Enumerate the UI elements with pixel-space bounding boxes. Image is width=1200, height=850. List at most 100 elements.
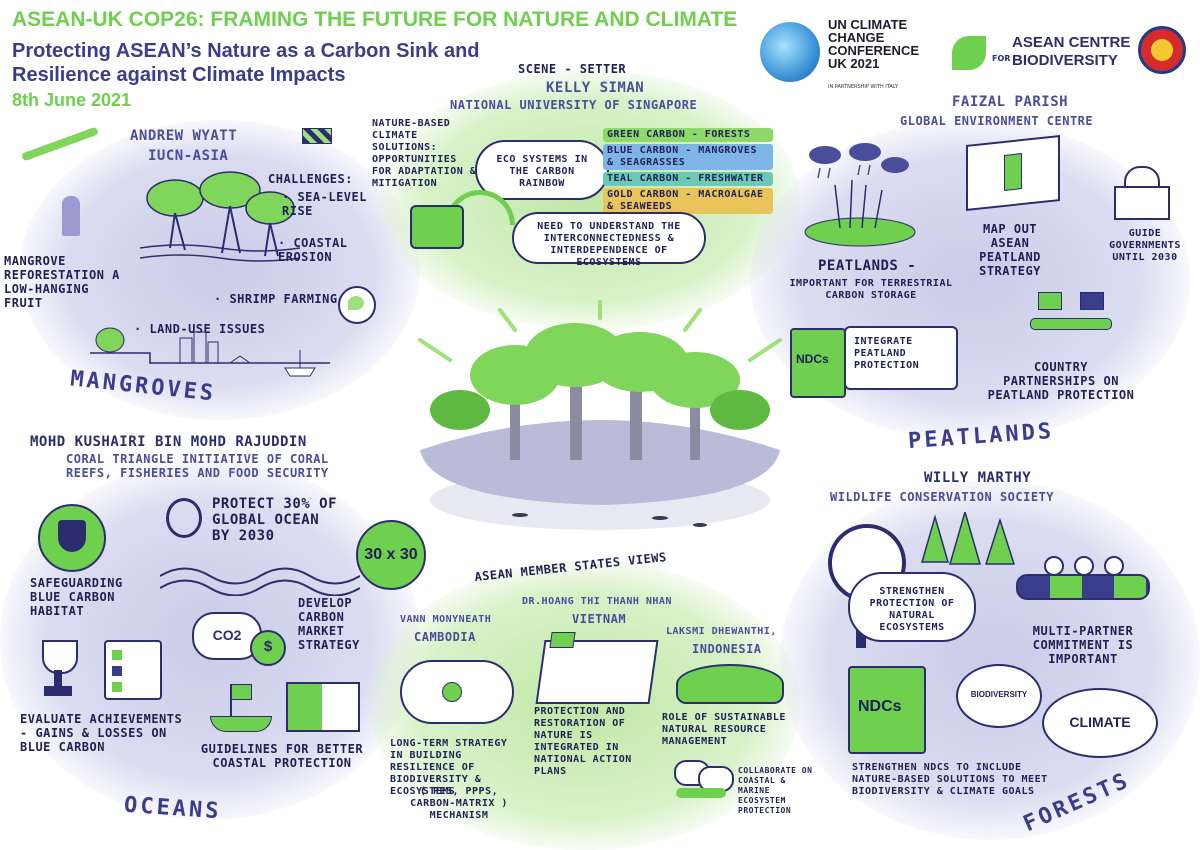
mangrove-reforest-text: MANGROVE REFORESTATION A LOW-HANGING FRU… <box>4 254 120 310</box>
ocean-waves-illustration <box>160 567 360 596</box>
peat-ndcs-label: NDCs <box>796 352 829 366</box>
vietnam-country: VIETNAM <box>572 612 627 626</box>
open-book-icon <box>286 682 360 732</box>
mangroves-speaker: ANDREW WYATT <box>130 128 238 144</box>
carbon-blue: BLUE CARBON - MANGROVES & SEAGRASSES <box>603 144 773 170</box>
checklist-icon <box>104 640 162 700</box>
shrimp-icon <box>338 286 376 324</box>
cambodia-mechanism: ( PES, PPPs, CARBON-MATRIX ) MECHANISM <box>410 786 508 821</box>
shield-globe-icon <box>38 504 106 572</box>
event-date: 8th June 2021 <box>12 90 132 110</box>
indonesia-text2: COLLABORATE ON COASTAL & MARINE ECOSYSTE… <box>738 766 813 815</box>
mangroves-org: IUCN-ASIA <box>148 148 229 164</box>
forests-speaker: WILLY MARTHY <box>924 470 1032 486</box>
peatlands-title: PEATLANDS - <box>818 258 917 274</box>
oceans-speaker: MOHD KUSHAIRI BIN MOHD RAJUDDIN <box>30 434 307 450</box>
integrate-text: INTEGRATE PEATLAND PROTECTION <box>854 336 920 371</box>
person-icon <box>62 196 80 236</box>
cop-logo-line2: CHANGE <box>828 30 885 45</box>
village-illustration <box>90 327 330 377</box>
cop-logo-line3: CONFERENCE <box>828 43 920 58</box>
peatlands-speaker: FAIZAL PARISH <box>952 94 1069 110</box>
challenge-sea-level: · SEA-LEVEL RISE <box>282 190 367 218</box>
scene-setter-speaker: KELLY SIMAN <box>546 80 645 96</box>
vietnam-map-icon <box>535 632 659 704</box>
government-building-icon <box>1110 166 1170 220</box>
acb-line1: ASEAN CENTRE <box>1012 34 1131 51</box>
flags-icon <box>1030 288 1112 338</box>
map-icon <box>966 135 1060 211</box>
protect-text: PROTECT 30% OF GLOBAL OCEAN BY 2030 <box>212 496 338 544</box>
dollar-coin-icon: $ <box>250 630 286 666</box>
map-strategy-text: MAP OUT ASEAN PEATLAND STRATEGY <box>979 222 1041 278</box>
acb-leaf-icon <box>952 36 986 70</box>
peatlands-org: GLOBAL ENVIRONMENT CENTRE <box>900 114 1094 128</box>
carbon-gold: GOLD CARBON - MACROALGAE & SEAWEEDS <box>603 188 773 214</box>
challenge-land-use: · LAND-USE ISSUES <box>134 322 266 336</box>
carbon-rainbow-cloud: ECO SYSTEMS IN THE CARBON RAINBOW <box>475 140 609 200</box>
forests-org: WILDLIFE CONSERVATION SOCIETY <box>830 490 1055 504</box>
challenges-label: CHALLENGES: <box>268 172 353 186</box>
indonesia-speaker: LAKSMI DHEWANTHI, <box>666 626 777 637</box>
multi-partner-text: MULTI-PARTNER COMMITMENT IS IMPORTANT <box>1032 624 1134 666</box>
strengthen-card: STRENGTHEN PROTECTION OF NATURAL ECOSYST… <box>848 572 976 642</box>
boat-flag-icon <box>210 684 272 734</box>
people-puzzle-icon <box>1016 556 1150 600</box>
challenge-coastal: · COASTAL EROSION <box>278 236 348 264</box>
cop-logo-line1: UN CLIMATE <box>828 17 908 32</box>
mangroves-blob <box>20 120 420 420</box>
biodiversity-label: BIODIVERSITY <box>970 690 1028 699</box>
30x30-label: 30 x 30 <box>364 546 418 563</box>
cop26-logo: UN CLIMATE CHANGE CONFERENCE UK 2021 IN … <box>760 18 940 98</box>
oceans-org: CORAL TRIANGLE INITIATIVE OF CORAL REEFS… <box>66 452 329 480</box>
challenge-shrimp: · SHRIMP FARMING <box>214 292 338 306</box>
acb-logo: FOR ASEAN CENTRE BIODIVERSITY <box>952 28 1132 88</box>
market-text: DEVELOP CARBON MARKET STRATEGY <box>298 596 360 652</box>
carbon-list: GREEN CARBON - FORESTS BLUE CARBON - MAN… <box>603 126 773 216</box>
scene-setter-label: SCENE - SETTER <box>518 62 627 76</box>
vietnam-speaker: DR.HOANG THI THANH NHAN <box>522 596 672 607</box>
indonesia-text: ROLE OF SUSTAINABLE NATURAL RESOURCE MAN… <box>662 712 786 747</box>
peatlands-text: IMPORTANT FOR TERRESTRIAL CARBON STORAGE <box>789 278 953 301</box>
cop-logo-line4: UK 2021 <box>828 56 880 71</box>
barrier-icon <box>302 128 332 144</box>
mangrove-trees-illustration <box>140 171 300 262</box>
page-subtitle-line1: Protecting ASEAN’s Nature as a Carbon Si… <box>12 40 480 62</box>
ndc-strengthen-text: STRENGTHEN NDCs TO INCLUDE NATURE-BASED … <box>852 762 1048 797</box>
co2-label: CO2 <box>212 627 242 643</box>
forest-trees-icon <box>921 512 1016 565</box>
cambodia-speaker: VANN MONYNEATH <box>400 614 492 625</box>
indonesia-country: INDONESIA <box>692 642 762 656</box>
climate-label: CLIMATE <box>1069 714 1131 730</box>
chat-bubbles-icon <box>674 760 734 800</box>
cop-logo-partner: IN PARTNERSHIP WITH ITALY <box>828 84 899 90</box>
cambodia-country: CAMBODIA <box>414 630 476 644</box>
safeguard-text: SAFEGUARDING BLUE CARBON HABITAT <box>30 576 123 618</box>
integrate-card: INTEGRATE PEATLAND PROTECTION <box>844 326 958 390</box>
forest-ndcs-book: NDCs <box>848 666 926 754</box>
trophy-icon <box>38 640 78 700</box>
climate-balloon: CLIMATE <box>1042 688 1158 758</box>
guidelines-text: GUIDELINES FOR BETTER COASTAL PROTECTION <box>200 742 364 770</box>
page-subtitle-line2: Resilience against Climate Impacts <box>12 64 346 86</box>
central-island-illustration <box>418 300 782 530</box>
acb-for: FOR <box>992 54 1011 63</box>
peatland-rain-illustration <box>804 143 916 247</box>
puzzle-piece-icon <box>410 205 464 249</box>
biodiversity-balloon: BIODIVERSITY <box>956 664 1042 728</box>
vietnam-text: PROTECTION AND RESTORATION OF NATURE IS … <box>534 706 632 777</box>
nbs-text: NATURE-BASED CLIMATE SOLUTIONS: OPPORTUN… <box>372 118 477 189</box>
chess-rook-icon <box>1004 153 1022 191</box>
asean-emblem-icon <box>1138 26 1186 74</box>
cambodia-scene-icon <box>400 660 514 724</box>
forest-ndcs-label: NDCs <box>858 698 902 715</box>
dollar-label: $ <box>263 638 273 655</box>
carbon-green: GREEN CARBON - FORESTS <box>603 128 773 142</box>
cambodia-text: LONG-TERM STRATEGY IN BUILDING RESILIENC… <box>390 738 508 797</box>
30x30-badge: 30 x 30 <box>356 520 426 590</box>
globe-icon <box>760 22 820 82</box>
need-cloud: NEED TO UNDERSTAND THE INTERCONNECTEDNES… <box>512 212 706 268</box>
country-partnerships-text: COUNTRY PARTNERSHIPS ON PEATLAND PROTECT… <box>987 360 1135 402</box>
cloud-text: ECO SYSTEMS IN THE CARBON RAINBOW <box>496 154 588 189</box>
indonesia-mountain-icon <box>676 664 784 704</box>
